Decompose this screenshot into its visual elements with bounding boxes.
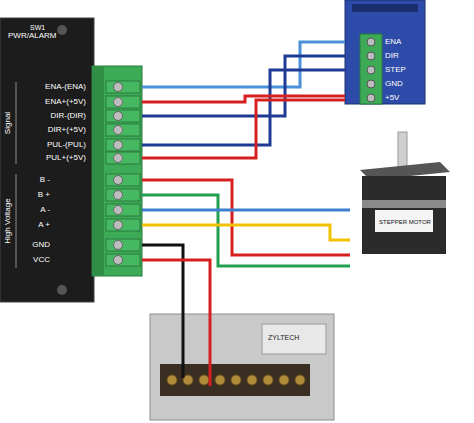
- psu-screws: [167, 375, 305, 385]
- wire: [142, 100, 345, 158]
- terminal-label: PUL+(+5V): [46, 154, 86, 162]
- terminal-cell: [106, 219, 140, 231]
- screw: [114, 141, 123, 150]
- screw: [367, 94, 375, 102]
- psu-plate: [262, 324, 326, 354]
- screw: [114, 176, 123, 185]
- group-label: Signal: [4, 112, 12, 134]
- terminal-label: A +: [38, 221, 50, 229]
- signal-bracket: [16, 82, 17, 164]
- terminal-screws: [106, 81, 140, 266]
- wire: [142, 70, 345, 145]
- screw: [114, 241, 123, 250]
- motor-body: [362, 176, 446, 254]
- screw: [114, 98, 123, 107]
- device-label: PWR/ALARM: [8, 32, 56, 40]
- pin-header: [352, 4, 418, 12]
- pin-label: DIR: [385, 52, 399, 60]
- screw: [367, 52, 375, 60]
- stepper-driver: PWR/ALARM: [0, 18, 142, 302]
- screw: [167, 375, 177, 385]
- screw: [279, 375, 289, 385]
- terminal-cell: [106, 189, 140, 201]
- mount-hole: [57, 25, 67, 35]
- screw: [367, 38, 375, 46]
- terminal-cell: [106, 254, 140, 266]
- driver-housing: [0, 18, 94, 302]
- terminal-cell: [106, 204, 140, 216]
- controller-module: ENA DIR STEP GND +5V: [345, 0, 425, 104]
- terminal-label: B +: [38, 191, 50, 199]
- pin-label: GND: [385, 80, 403, 88]
- module-screws: [367, 38, 375, 102]
- screw: [114, 112, 123, 121]
- device-label: ZYLTECH: [268, 334, 299, 341]
- wire: [142, 56, 345, 116]
- driver-edge: [0, 18, 94, 302]
- terminal-label: A -: [40, 206, 50, 214]
- screw: [114, 154, 123, 163]
- screw: [114, 206, 123, 215]
- terminal-cell: [106, 81, 140, 93]
- switch-label: SW1: [30, 24, 45, 31]
- mount-hole: [57, 285, 67, 295]
- wire: [142, 245, 183, 314]
- terminal-cell: [106, 124, 140, 136]
- terminal-cell: [106, 110, 140, 122]
- screw: [295, 375, 305, 385]
- screw: [199, 375, 209, 385]
- controller-board: [345, 0, 425, 104]
- stepper-motor: STEPPER MOTOR: [350, 130, 452, 276]
- screw: [114, 256, 123, 265]
- screw: [114, 221, 123, 230]
- wire: [142, 225, 350, 240]
- screw: [114, 126, 123, 135]
- terminal-cell: [106, 174, 140, 186]
- terminal-block: [92, 66, 142, 276]
- power-supply: ZYLTECH: [150, 314, 334, 420]
- module-terminal: [360, 34, 382, 104]
- wire: [142, 209, 350, 212]
- wire: [142, 195, 350, 266]
- terminal-label: VCC: [33, 256, 50, 264]
- screw: [367, 80, 375, 88]
- wire: [142, 42, 345, 87]
- motor-plate: [375, 210, 433, 232]
- motor-band: [362, 200, 446, 208]
- terminal-block-side: [92, 66, 104, 276]
- pin-label: STEP: [385, 66, 406, 74]
- pin-label: ENA: [385, 38, 401, 46]
- group-label: High Voltage: [4, 198, 12, 243]
- terminal-cell: [106, 96, 140, 108]
- terminal-label: B -: [40, 176, 50, 184]
- screw: [215, 375, 225, 385]
- screw: [247, 375, 257, 385]
- screw: [263, 375, 273, 385]
- screw: [231, 375, 241, 385]
- screw: [114, 191, 123, 200]
- power-bracket: [16, 174, 17, 268]
- screw: [114, 83, 123, 92]
- motor-shaft: [398, 132, 407, 168]
- terminal-label: ENA-(ENA): [45, 83, 86, 91]
- vcc-wire-end: [209, 314, 212, 386]
- terminal-label: DIR+(+5V): [48, 126, 86, 134]
- terminal-label: DIR-(DIR): [50, 112, 86, 120]
- terminal-label: GND: [32, 241, 50, 249]
- gnd-wire-end: [182, 314, 185, 378]
- wire: [142, 260, 210, 314]
- terminal-label: ENA+(+5V): [45, 98, 86, 106]
- terminal-cell: [106, 139, 140, 151]
- terminal-cell: [106, 152, 140, 164]
- screw: [367, 66, 375, 74]
- power-supply-case: [150, 314, 334, 420]
- pin-label: +5V: [385, 94, 399, 102]
- device-label: STEPPER MOTOR: [379, 219, 431, 225]
- terminal-label: PUL-(PUL): [47, 141, 86, 149]
- terminal-cell: [106, 239, 140, 251]
